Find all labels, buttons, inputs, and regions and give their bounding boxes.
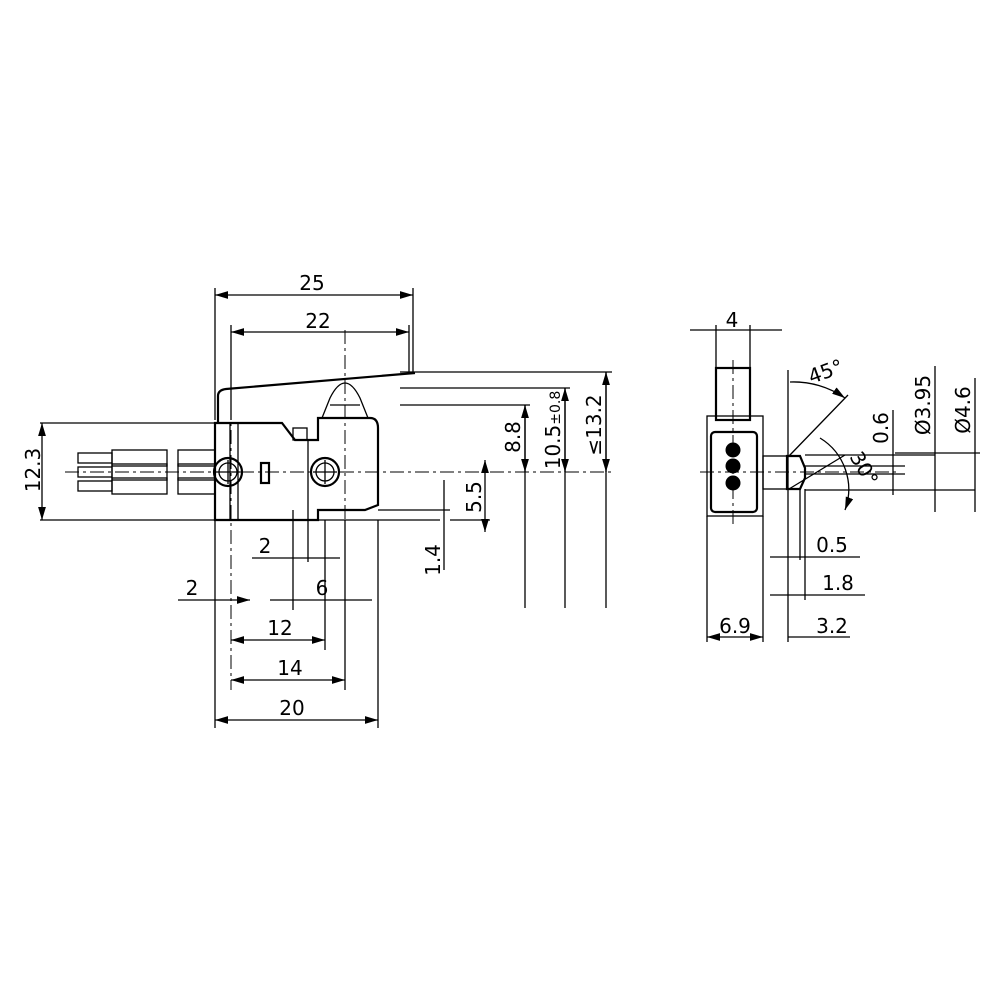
plunger — [321, 382, 369, 419]
terminal-dot — [725, 458, 741, 474]
dia-4-6: Ø4.6 — [951, 386, 975, 434]
dim-10-5: 10.5±0.8 — [541, 391, 565, 470]
end-view: 4 45° 30° 0.6 Ø3.95 Ø4.6 0.5 1.8 6.9 3.2 — [690, 308, 980, 642]
dim-5-5: 5.5 — [462, 481, 486, 513]
side-view: 25 22 12.3 5.5 1.4 8.8 10.5±0.8 ≤13.2 2 … — [21, 271, 612, 728]
dim-14: 14 — [277, 656, 302, 680]
dim-4: 4 — [726, 308, 739, 332]
dim-1-4: 1.4 — [421, 544, 445, 576]
terminals — [77, 449, 216, 495]
dim-6: 6 — [316, 576, 329, 600]
dim-1-8: 1.8 — [822, 571, 854, 595]
dim-6-9: 6.9 — [719, 614, 751, 638]
dim-3-2: 3.2 — [816, 614, 848, 638]
dim-13-2: ≤13.2 — [582, 394, 606, 455]
angle-45: 45° — [805, 354, 847, 389]
dim-22: 22 — [305, 309, 330, 333]
mounting-hole-icon — [212, 456, 244, 488]
lever-end — [714, 366, 752, 422]
dim-12: 12 — [267, 616, 292, 640]
dim-2-edge: 2 — [186, 576, 199, 600]
terminal-dot — [725, 475, 741, 491]
switch-body — [213, 416, 380, 522]
dim-25: 25 — [299, 271, 324, 295]
terminal-dot — [725, 442, 741, 458]
angle-30: 30° — [845, 447, 884, 490]
dim-20: 20 — [279, 696, 304, 720]
dim-0-6: 0.6 — [869, 412, 893, 444]
mounting-hole-icon — [309, 456, 341, 488]
dim-0-5: 0.5 — [816, 533, 848, 557]
dia-3-95: Ø3.95 — [911, 375, 935, 435]
dim-12-3: 12.3 — [21, 448, 45, 493]
dim-8-8: 8.8 — [501, 421, 525, 453]
lever — [216, 371, 416, 423]
dim-2-hole: 2 — [259, 534, 272, 558]
